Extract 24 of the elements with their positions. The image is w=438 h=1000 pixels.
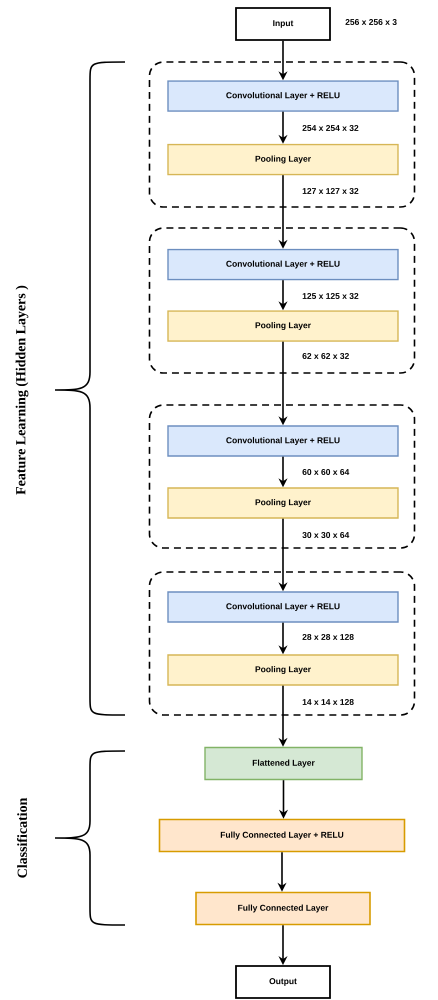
- layer-box: Fully Connected Layer + RELU: [158, 818, 406, 852]
- dimension-text: 62 x 62 x 32: [301, 352, 350, 360]
- layer-box: Fully Connected Layer: [195, 892, 371, 926]
- dimension-text: 14 x 14 x 128: [301, 698, 355, 706]
- dimension-text: 256 x 256 x 3: [346, 19, 397, 26]
- layer-box: Pooling Layer: [167, 310, 399, 342]
- dimension-text: 60 x 60 x 64: [301, 468, 350, 476]
- dimension-text: 28 x 28 x 128: [301, 633, 355, 641]
- plain-box: Output: [235, 965, 331, 999]
- layer-box: Convolutional Layer + RELU: [167, 248, 399, 280]
- layer-box: Convolutional Layer + RELU: [167, 425, 399, 457]
- layer-box: Convolutional Layer + RELU: [167, 591, 399, 623]
- dimension-text: 30 x 30 x 64: [301, 531, 350, 539]
- layer-box: Flattened Layer: [204, 746, 363, 780]
- bracket-label: Classification: [17, 798, 27, 878]
- layer-box: Pooling Layer: [167, 144, 399, 176]
- layer-box: Pooling Layer: [167, 487, 399, 519]
- layer-box: Convolutional Layer + RELU: [167, 80, 399, 112]
- dimension-text: 127 x 127 x 32: [301, 187, 360, 196]
- bracket-label: Feature Learning (Hidden Layers ): [16, 286, 28, 495]
- plain-box: Input: [235, 7, 331, 41]
- dimension-text: 125 x 125 x 32: [301, 292, 360, 300]
- dimension-text: 254 x 254 x 32: [301, 124, 360, 132]
- layer-box: Pooling Layer: [167, 654, 399, 686]
